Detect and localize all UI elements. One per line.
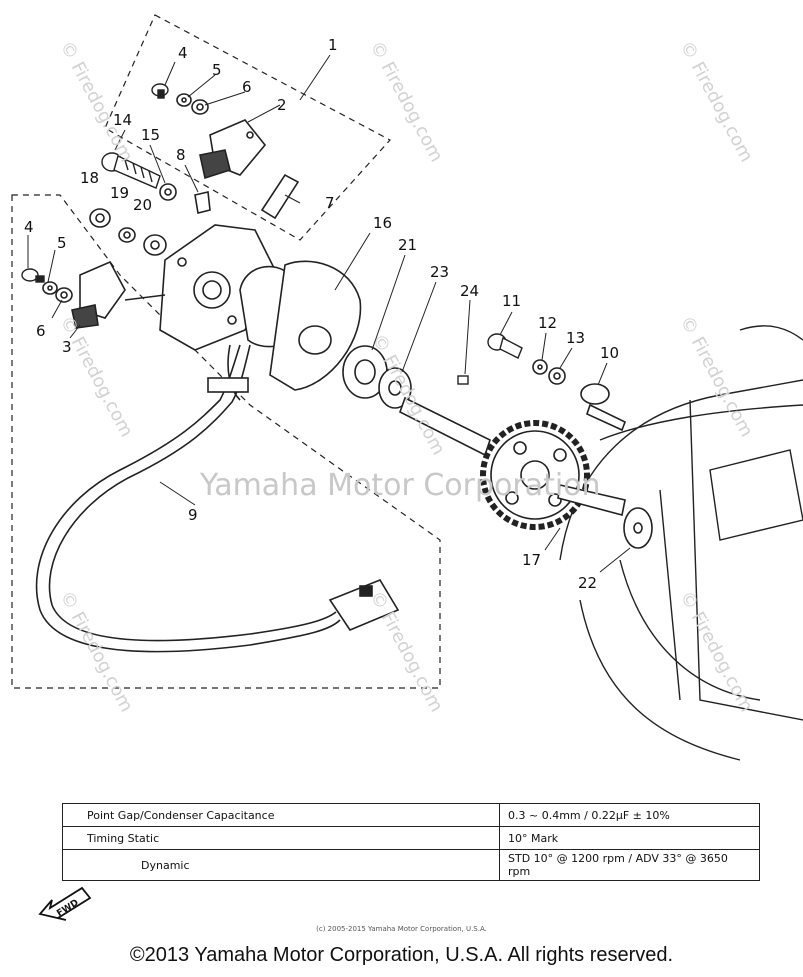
bolt-11 (487, 333, 523, 359)
washer-15 (159, 183, 177, 201)
callout-18: 18 (80, 169, 99, 187)
callout-8: 8 (176, 146, 186, 164)
housing-16 (227, 260, 362, 401)
callout-12: 12 (538, 314, 557, 332)
assembly-9-boundary (11, 194, 441, 689)
spec-value: STD 10° @ 1200 rpm / ADV 33° @ 3650 rpm (499, 849, 760, 881)
callout-19: 19 (110, 184, 129, 202)
watermark-firedog-2: © Firedog.com (56, 37, 137, 165)
contact-point-2 (199, 119, 267, 180)
lead-wire-9 (35, 344, 400, 653)
spec-label: Timing Static (62, 826, 500, 850)
callout-6: 6 (242, 78, 252, 96)
bolt-14 (101, 152, 161, 189)
callout-14: 14 (113, 111, 132, 129)
engine-case (559, 325, 803, 761)
screw-4-upper (151, 83, 169, 99)
callout-21: 21 (398, 236, 417, 254)
small-copyright: (c) 2005-2015 Yamaha Motor Corporation, … (316, 925, 487, 933)
contact-point-3 (71, 260, 166, 329)
condenser-7 (260, 173, 300, 220)
assembly-1-boundary (104, 14, 391, 241)
spec-table: Point Gap/Condenser Capacitance 0.3 ~ 0.… (62, 803, 760, 881)
watermark-firedog-3: © Firedog.com (366, 37, 447, 165)
callout-17: 17 (522, 551, 541, 569)
callout-7: 7 (325, 194, 335, 212)
washer-5-lower (42, 281, 58, 295)
washer-6-lower (55, 287, 73, 303)
bearing-21 (342, 345, 388, 399)
watermark-firedog-9: © Firedog.com (56, 312, 137, 440)
spec-label: Dynamic (62, 849, 500, 881)
fwd-arrow-icon: FWD (38, 886, 92, 921)
washer-19 (118, 227, 136, 243)
key-24 (457, 375, 469, 385)
table-row: Point Gap/Condenser Capacitance 0.3 ~ 0.… (62, 803, 760, 827)
clip-10 (580, 383, 627, 432)
spec-value: 0.3 ~ 0.4mm / 0.22μF ± 10% (499, 803, 760, 827)
copyright-notice: ©2013 Yamaha Motor Corporation, U.S.A. A… (129, 944, 674, 966)
screw-4-lower (21, 268, 45, 283)
washer-6-upper (191, 99, 209, 115)
leader-lines (27, 54, 631, 573)
callout-15: 15 (141, 126, 160, 144)
spec-value: 10° Mark (499, 826, 760, 850)
spec-label: Point Gap/Condenser Capacitance (62, 803, 500, 827)
callout-22: 22 (578, 574, 597, 592)
table-row: Dynamic STD 10° @ 1200 rpm / ADV 33° @ 3… (62, 849, 760, 881)
callout-9: 9 (188, 506, 198, 524)
watermark-firedog-4: © Firedog.com (676, 37, 757, 165)
felt-8 (194, 191, 211, 214)
washer-20 (143, 234, 167, 256)
watermark-center: Yamaha Motor Corporation (199, 468, 601, 503)
callout-20: 20 (133, 196, 152, 214)
washer-13 (548, 367, 566, 385)
callout-10: 10 (600, 344, 619, 362)
callout-4: 4 (178, 44, 188, 62)
gear-shaft-17 (399, 396, 626, 530)
parts-diagram: 1 2 3 4 5 6 7 8 9 10 11 12 13 14 15 16 1… (11, 14, 803, 761)
callout-24: 24 (460, 282, 479, 300)
watermark-firedog-8: © Firedog.com (676, 312, 757, 440)
callout-11: 11 (502, 292, 521, 310)
callout-4-repeat: 4 (24, 218, 34, 236)
watermark-firedog-6: © Firedog.com (366, 587, 447, 715)
washer-12 (532, 359, 548, 375)
watermark-firedog-5: © Firedog.com (56, 587, 137, 715)
callout-6-repeat: 6 (36, 322, 46, 340)
callout-16: 16 (373, 214, 392, 232)
nut-18 (89, 208, 111, 228)
table-row: Timing Static 10° Mark (62, 826, 760, 850)
washer-5-upper (176, 93, 192, 107)
callout-5: 5 (212, 61, 222, 79)
callout-2: 2 (277, 96, 287, 114)
callout-5-repeat: 5 (57, 234, 67, 252)
callout-23: 23 (430, 263, 449, 281)
callout-1: 1 (328, 36, 338, 54)
washer-23 (378, 367, 412, 409)
callout-3: 3 (62, 338, 72, 356)
washer-22 (623, 507, 653, 549)
watermark-firedog-7: © Firedog.com (676, 587, 757, 715)
callout-13: 13 (566, 329, 585, 347)
